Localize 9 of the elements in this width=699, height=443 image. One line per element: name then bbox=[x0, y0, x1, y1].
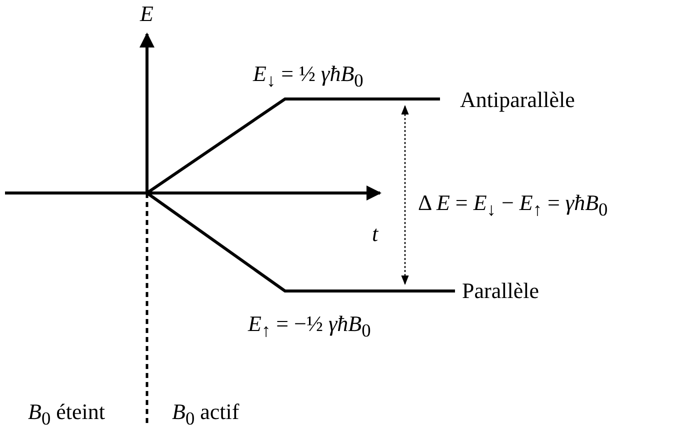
level-label: Antiparallèle bbox=[460, 88, 575, 112]
region-label: B$_{0}$ actif bbox=[172, 400, 240, 429]
formula: Δ E = E$_{↓}$ − E$_{↑}$ = γħB$_{0}$ bbox=[418, 191, 608, 220]
axis-label: t bbox=[372, 222, 378, 246]
level-label: Parallèle bbox=[462, 279, 539, 304]
formula: E$_{↑}$ = −½ γħB$_{0}$ bbox=[248, 312, 371, 341]
axis-label: E bbox=[140, 2, 154, 26]
formula: E$_{↓}$ = ½ γħB$_{0}$ bbox=[253, 62, 364, 91]
region-label: B$_{0}$ éteint bbox=[28, 400, 105, 429]
